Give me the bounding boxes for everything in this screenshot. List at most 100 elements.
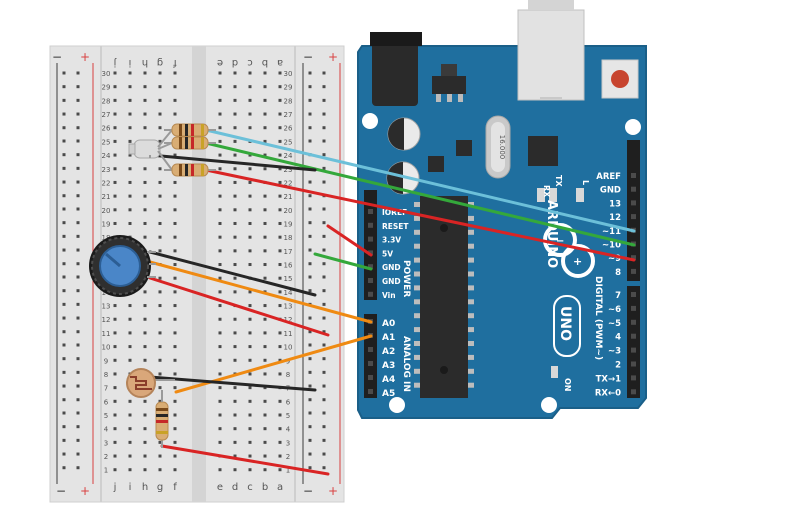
breadboard-hole[interactable] [128,194,132,198]
breadboard-hole[interactable] [218,386,222,390]
wire-black-led-ground[interactable] [148,153,317,172]
rail-hole[interactable] [322,153,326,157]
rail-hole[interactable] [308,289,312,293]
breadboard-hole[interactable] [278,290,282,294]
rail-hole[interactable] [322,275,326,279]
header-pin[interactable] [631,389,636,395]
breadboard-hole[interactable] [248,85,252,89]
breadboard-hole[interactable] [278,194,282,198]
breadboard-hole[interactable] [173,440,177,444]
rail-hole[interactable] [62,221,66,225]
breadboard-hole[interactable] [173,153,177,157]
header-pin[interactable] [631,319,636,325]
rail-hole[interactable] [76,139,80,143]
breadboard-hole[interactable] [128,440,132,444]
rail-hole[interactable] [76,262,80,266]
breadboard-hole[interactable] [248,153,252,157]
breadboard-hole[interactable] [218,304,222,308]
rail-hole[interactable] [322,248,326,252]
wire-red-pin9[interactable] [204,168,636,262]
rail-hole[interactable] [322,330,326,334]
breadboard-hole[interactable] [263,98,267,102]
breadboard-hole[interactable] [218,153,222,157]
breadboard-hole[interactable] [128,413,132,417]
breadboard-hole[interactable] [233,208,237,212]
breadboard-hole[interactable] [233,139,237,143]
rail-hole[interactable] [62,85,66,89]
breadboard-hole[interactable] [143,317,147,321]
breadboard-hole[interactable] [173,221,177,225]
breadboard-hole[interactable] [143,112,147,116]
breadboard-hole[interactable] [263,85,267,89]
breadboard-hole[interactable] [173,468,177,472]
header-pin[interactable] [368,375,373,380]
breadboard-hole[interactable] [143,85,147,89]
rail-hole[interactable] [62,71,66,75]
breadboard-hole[interactable] [278,139,282,143]
rail-hole[interactable] [322,384,326,388]
breadboard-hole[interactable] [218,139,222,143]
breadboard-hole[interactable] [113,427,117,431]
breadboard-hole[interactable] [218,194,222,198]
rail-hole[interactable] [62,207,66,211]
breadboard-hole[interactable] [218,427,222,431]
breadboard-hole[interactable] [218,249,222,253]
breadboard-hole[interactable] [113,153,117,157]
breadboard-hole[interactable] [218,208,222,212]
breadboard-hole[interactable] [173,98,177,102]
rail-hole[interactable] [322,234,326,238]
rail-hole[interactable] [322,357,326,361]
breadboard-hole[interactable] [248,427,252,431]
rail-hole[interactable] [76,98,80,102]
breadboard-hole[interactable] [128,85,132,89]
breadboard-hole[interactable] [128,468,132,472]
rail-hole[interactable] [76,425,80,429]
rail-hole[interactable] [308,466,312,470]
rail-hole[interactable] [76,207,80,211]
breadboard-hole[interactable] [233,221,237,225]
photoresistor-icon[interactable] [126,368,175,402]
wire-orange-a0[interactable] [148,260,373,324]
rail-hole[interactable] [76,370,80,374]
rail-hole[interactable] [308,275,312,279]
breadboard-hole[interactable] [128,399,132,403]
breadboard-hole[interactable] [218,468,222,472]
breadboard-holes[interactable] [62,71,326,472]
breadboard-hole[interactable] [173,454,177,458]
rail-hole[interactable] [76,85,80,89]
rail-hole[interactable] [322,71,326,75]
rail-hole[interactable] [322,316,326,320]
rail-hole[interactable] [308,357,312,361]
header-pin[interactable] [368,291,373,297]
rail-hole[interactable] [76,343,80,347]
breadboard-hole[interactable] [158,345,162,349]
header-pin[interactable] [631,255,636,261]
rail-hole[interactable] [308,330,312,334]
breadboard-hole[interactable] [113,358,117,362]
breadboard-hole[interactable] [158,331,162,335]
header-pin[interactable] [631,200,636,206]
breadboard-hole[interactable] [263,454,267,458]
rail-hole[interactable] [62,289,66,293]
breadboard-hole[interactable] [233,331,237,335]
wire-red-5v[interactable] [326,224,373,257]
rail-hole[interactable] [62,466,66,470]
wire-red-bottom[interactable] [160,444,330,476]
header-pin[interactable] [631,292,636,297]
rail-hole[interactable] [76,411,80,415]
breadboard-hole[interactable] [128,167,132,171]
header-pin[interactable] [631,186,636,192]
header-pin[interactable] [368,278,373,283]
breadboard-hole[interactable] [128,71,132,75]
breadboard-hole[interactable] [233,386,237,390]
breadboard-hole[interactable] [263,304,267,308]
breadboard-hole[interactable] [248,290,252,294]
header-pin[interactable] [631,361,636,367]
breadboard-hole[interactable] [248,208,252,212]
breadboard-hole[interactable] [143,71,147,75]
rail-hole[interactable] [308,112,312,116]
breadboard-hole[interactable] [143,413,147,417]
arduino-uno[interactable]: 16.000 RX TX L − + ARDUINO [357,0,647,419]
breadboard-hole[interactable] [233,153,237,157]
breadboard-hole[interactable] [143,208,147,212]
